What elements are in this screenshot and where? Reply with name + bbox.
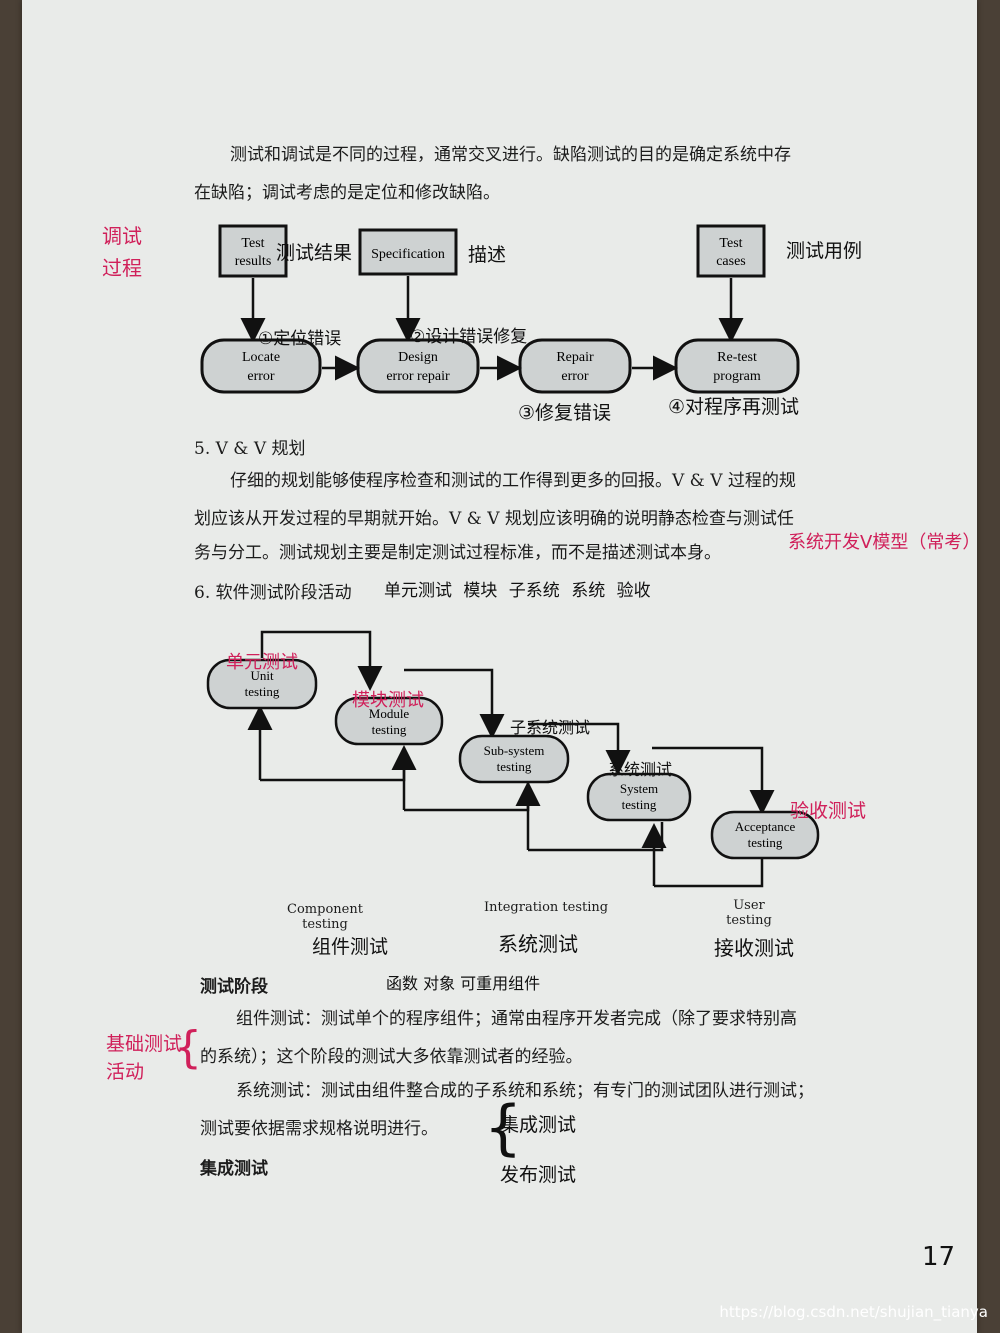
note-v-model: 系统开发V模型（常考） xyxy=(788,532,981,553)
note-design: ②设计错误修复 xyxy=(410,327,528,347)
note-release-test: 发布测试 xyxy=(500,1164,577,1186)
step-retest-program: Re-test program xyxy=(674,338,800,394)
section5-line2: 划应该从开发过程的早期就开始。V & V 规划应该明确的说明静态检查与测试任 xyxy=(194,509,794,529)
watermark: https://blog.csdn.net/shujian_tianya xyxy=(719,1303,988,1321)
note-component-kinds: 函数 对象 可重用组件 xyxy=(386,974,541,993)
note-repair: ③修复错误 xyxy=(518,402,612,424)
stage-5-line2: testing xyxy=(748,835,783,850)
stage-subsystem-testing: Sub-system testing xyxy=(458,734,570,784)
system-line1: 系统测试：测试由组件整合成的子系统和系统；有专门的测试团队进行测试； xyxy=(236,1081,814,1101)
stage-3-line2: testing xyxy=(497,759,532,774)
debugging-process-diagram: Test results Specification Test cases Lo… xyxy=(200,224,800,394)
step-3-line2: error xyxy=(561,369,589,384)
input-box-test-cases: Test cases xyxy=(696,224,766,278)
stage-acceptance-testing: Acceptance testing xyxy=(710,810,820,860)
stage-2-line2: testing xyxy=(372,722,407,737)
stage-module-testing: Module testing xyxy=(334,696,444,746)
document-page: 测试和调试是不同的过程，通常交叉进行。缺陷测试的目的是确定系统中存 在缺陷；调试… xyxy=(22,0,981,1333)
step-2-line1: Design xyxy=(398,350,438,365)
group-1-line2: testing xyxy=(302,917,348,932)
section6-heading: 6. 软件测试阶段活动 xyxy=(194,583,352,603)
input-3-line1: Test xyxy=(719,236,742,251)
component-line1: 组件测试：测试单个的程序组件；通常由程序开发者完成（除了要求特别高 xyxy=(236,1009,797,1029)
step-3-line1: Repair xyxy=(556,350,594,365)
input-3-line2: cases xyxy=(716,254,746,269)
stage-1-line2: testing xyxy=(245,684,280,699)
input-1-line2: results xyxy=(235,254,272,269)
note-stage-list: 单元测试 模块 子系统 系统 验收 xyxy=(384,581,651,601)
step-1-line2: error xyxy=(247,369,275,384)
input-box-specification: Specification xyxy=(358,228,458,276)
note-subsystem: 子系统测试 xyxy=(510,718,591,737)
note-test-results: 测试结果 xyxy=(276,242,353,264)
group-component: Component testing xyxy=(280,902,370,932)
stage-system-testing: System testing xyxy=(586,772,692,822)
note-locate: ①定位错误 xyxy=(258,329,342,349)
component-line2: 的系统）；这个阶段的测试大多依靠测试者的经验。 xyxy=(200,1047,583,1067)
para1-line2: 在缺陷；调试考虑的是定位和修改缺陷。 xyxy=(194,183,500,203)
note-debug-process: 调试过程 xyxy=(102,224,142,280)
stage-3-line1: Sub-system xyxy=(484,743,545,758)
section5-line3: 务与分工。测试规划主要是制定测试过程标准，而不是描述测试本身。 xyxy=(194,543,721,563)
stage-4-line1: System xyxy=(620,781,658,796)
note-unit: 单元测试 xyxy=(226,652,298,673)
step-2-line2: error repair xyxy=(386,369,450,384)
input-box-test-results: Test results xyxy=(218,224,288,278)
stage-2-line1: Module xyxy=(369,706,410,721)
testing-stages-diagram: Unit testing Module testing Sub-system t… xyxy=(206,630,820,888)
note-user-cn: 接收测试 xyxy=(714,936,794,960)
phase-heading: 测试阶段 xyxy=(200,977,268,997)
step-4-line1: Re-test xyxy=(717,350,757,365)
section5-line1: 仔细的规划能够使程序检查和测试的工作得到更多的回报。V & V 过程的规 xyxy=(230,471,796,491)
step-repair-error: Repair error xyxy=(518,338,632,394)
stage-1-line1: Unit xyxy=(250,668,274,683)
group-user: User testing xyxy=(722,898,776,928)
note-system: 系统测试 xyxy=(608,760,673,779)
group-3-line2: testing xyxy=(726,913,772,928)
group-integration: Integration testing xyxy=(484,900,609,915)
note-module: 模块测试 xyxy=(352,690,424,711)
step-design-error-repair: Design error repair xyxy=(356,338,480,394)
input-1-line1: Test xyxy=(241,236,264,251)
system-line2: 测试要依据需求规格说明进行。 xyxy=(200,1119,438,1139)
section5-heading: 5. V & V 规划 xyxy=(194,439,306,459)
step-4-line2: program xyxy=(713,369,761,384)
note-acceptance: 验收测试 xyxy=(790,800,867,822)
black-brace: { xyxy=(484,1093,523,1163)
note-retest: ④对程序再测试 xyxy=(668,396,800,418)
note-basic-activities: 基础测试活动 xyxy=(106,1033,183,1083)
step-locate-error: Locate error xyxy=(200,338,322,394)
note-integ-test: 集成测试 xyxy=(500,1114,577,1136)
stage-unit-testing: Unit testing xyxy=(206,658,318,710)
page-number: 17 xyxy=(922,1242,956,1272)
step-1-line1: Locate xyxy=(242,350,280,365)
group-1-line1: Component xyxy=(287,902,363,917)
stage-5-line1: Acceptance xyxy=(735,819,796,834)
integ-heading: 集成测试 xyxy=(200,1159,268,1179)
input-2-line1: Specification xyxy=(371,247,445,262)
stage-4-line2: testing xyxy=(622,797,657,812)
note-integration-cn: 系统测试 xyxy=(498,932,578,956)
group-3-line1: User xyxy=(733,898,765,913)
red-brace: { xyxy=(174,1022,202,1073)
para1-line1: 测试和调试是不同的过程，通常交叉进行。缺陷测试的目的是确定系统中存 xyxy=(230,145,791,165)
note-spec: 描述 xyxy=(468,244,507,266)
note-component-cn: 组件测试 xyxy=(312,936,389,958)
note-test-cases: 测试用例 xyxy=(786,240,863,262)
